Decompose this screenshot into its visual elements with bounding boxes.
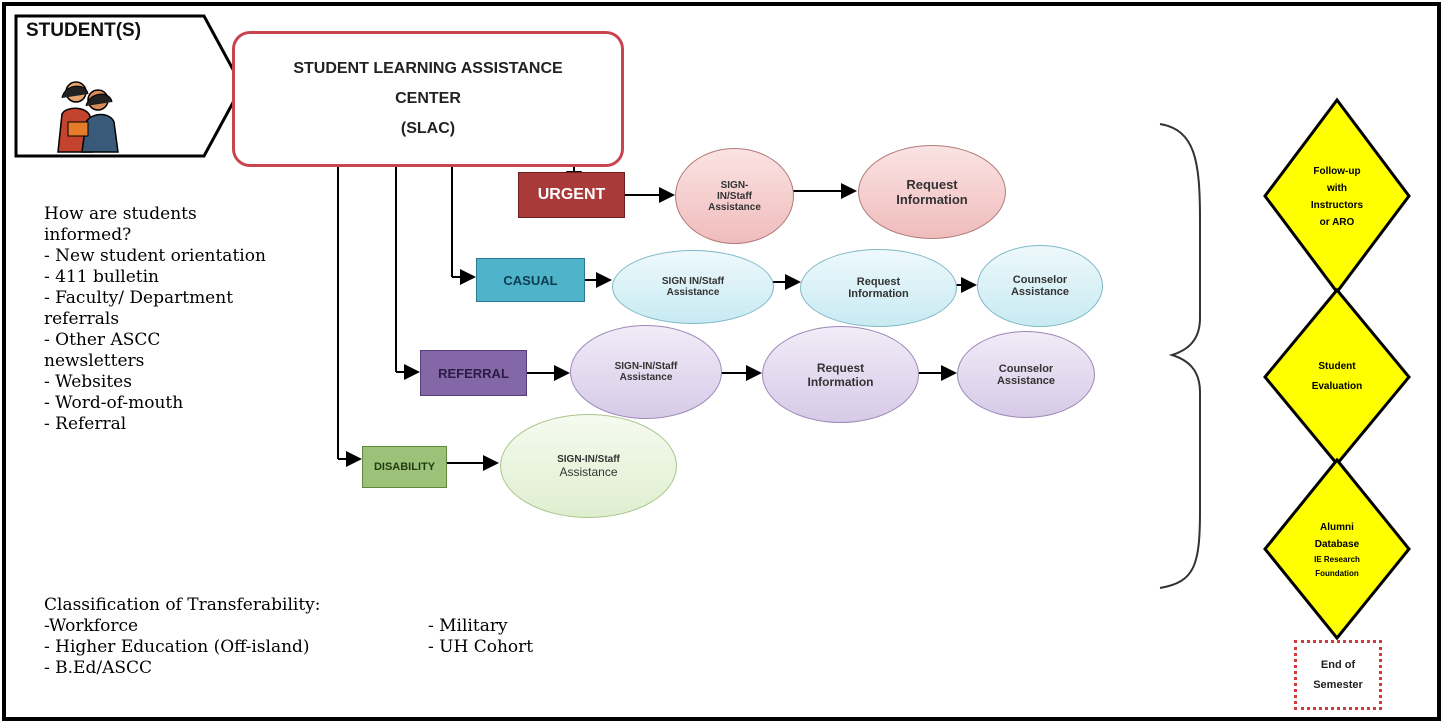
informed-line: - Websites (44, 372, 132, 392)
referral-step3: Counselor Assistance (957, 331, 1095, 418)
casual-box: CASUAL (476, 258, 585, 302)
informed-line: newsletters (44, 351, 145, 371)
informed-line: - New student orientation (44, 246, 266, 266)
students-icon (57, 81, 119, 153)
casual-step3-line1: Counselor (1012, 274, 1068, 286)
informed-line: - Other ASCC (44, 330, 161, 350)
classification-block-right: - Military - UH Cohort (428, 616, 533, 658)
classification-item: - Military (428, 616, 508, 636)
referral-step2: Request Information (762, 326, 919, 423)
disability-box: DISABILITY (362, 446, 447, 488)
diamond-alumni-label: Alumni Database IE Research Foundation (1290, 505, 1384, 595)
end-of-semester-box: End of Semester (1294, 640, 1382, 710)
casual-step2: Request Information (800, 249, 957, 327)
casual-step3-line2: Assistance (1010, 286, 1070, 298)
diamond-alumni-line4: Foundation (1315, 569, 1359, 578)
classification-title: Classification of Transferability: (44, 595, 321, 615)
urgent-step1-line3: Assistance (708, 201, 761, 213)
classification-item: - B.Ed/ASCC (44, 658, 153, 678)
diamond-alumni-line2: Database (1314, 539, 1360, 550)
slac-line1: STUDENT LEARNING ASSISTANCE (293, 60, 563, 77)
informed-line: How are students (44, 204, 197, 224)
diamond-alumni-line3: IE Research (1314, 555, 1360, 564)
diamond-evaluation-line1: Student (1318, 361, 1356, 372)
diamond-followup-line4: or ARO (1319, 217, 1355, 228)
diamond-evaluation-line2: Evaluation (1311, 381, 1363, 392)
informed-list: How are students informed? - New student… (44, 204, 266, 435)
referral-step1-line1: SIGN-IN/Staff (614, 361, 678, 372)
referral-step1: SIGN-IN/Staff Assistance (570, 325, 722, 419)
diamond-followup-label: Follow-up with Instructors or ARO (1290, 150, 1384, 244)
urgent-step1-line2: IN/Staff (717, 190, 752, 202)
urgent-step2-line2: Information (896, 192, 968, 207)
casual-step2-line2: Information (848, 288, 909, 300)
disability-step1-line1: SIGN-IN/Staff (557, 453, 620, 465)
diamond-followup-line2: with (1327, 183, 1347, 194)
casual-step2-line1: Request (856, 276, 901, 288)
diamond-followup-line1: Follow-up (1313, 166, 1361, 177)
informed-line: referrals (44, 309, 120, 329)
casual-step1: SIGN IN/Staff Assistance (612, 250, 774, 324)
end-of-semester-line2: Semester (1313, 679, 1363, 691)
classification-block: Classification of Transferability: -Work… (44, 595, 321, 679)
referral-step3-line1: Counselor (998, 362, 1054, 375)
urgent-step1: SIGN- IN/Staff Assistance (675, 148, 794, 244)
diamond-alumni (1263, 457, 1411, 641)
urgent-step1-line1: SIGN- (720, 179, 749, 191)
diamond-followup-line3: Instructors (1310, 200, 1364, 211)
classification-item: - UH Cohort (428, 637, 534, 657)
informed-line: informed? (44, 225, 132, 245)
slac-line2: CENTER (395, 90, 461, 107)
slac-box: STUDENT LEARNING ASSISTANCE CENTER (SLAC… (232, 31, 624, 167)
casual-step1-line1: SIGN IN/Staff (661, 276, 725, 287)
referral-step2-line2: Information (807, 374, 874, 389)
casual-step3: Counselor Assistance (977, 245, 1103, 327)
referral-step2-line1: Request (816, 360, 865, 375)
informed-line: - Word-of-mouth (44, 393, 184, 413)
referral-box: REFERRAL (420, 350, 527, 396)
informed-line: - Referral (44, 414, 127, 434)
disability-step1: SIGN-IN/Staff Assistance (500, 414, 677, 518)
referral-step1-line2: Assistance (619, 372, 673, 383)
classification-item: - Higher Education (Off-island) (44, 637, 310, 657)
casual-step1-line2: Assistance (666, 287, 720, 298)
urgent-step2-line1: Request (906, 177, 958, 192)
end-of-semester-line1: End of (1320, 659, 1356, 671)
diamond-alumni-line1: Alumni (1320, 522, 1354, 533)
diamond-evaluation-label: Student Evaluation (1290, 340, 1384, 414)
student-box (14, 14, 244, 158)
informed-line: - Faculty/ Department (44, 288, 234, 308)
slac-line3: (SLAC) (400, 120, 456, 137)
classification-item: -Workforce (44, 616, 139, 636)
student-box-label: STUDENT(S) (26, 20, 142, 41)
informed-line: - 411 bulletin (44, 267, 159, 287)
urgent-step2: Request Information (858, 145, 1006, 239)
urgent-box: URGENT (518, 172, 625, 218)
disability-step1-line2: Assistance (559, 464, 618, 479)
referral-step3-line2: Assistance (996, 374, 1056, 387)
right-brace (1159, 123, 1201, 589)
